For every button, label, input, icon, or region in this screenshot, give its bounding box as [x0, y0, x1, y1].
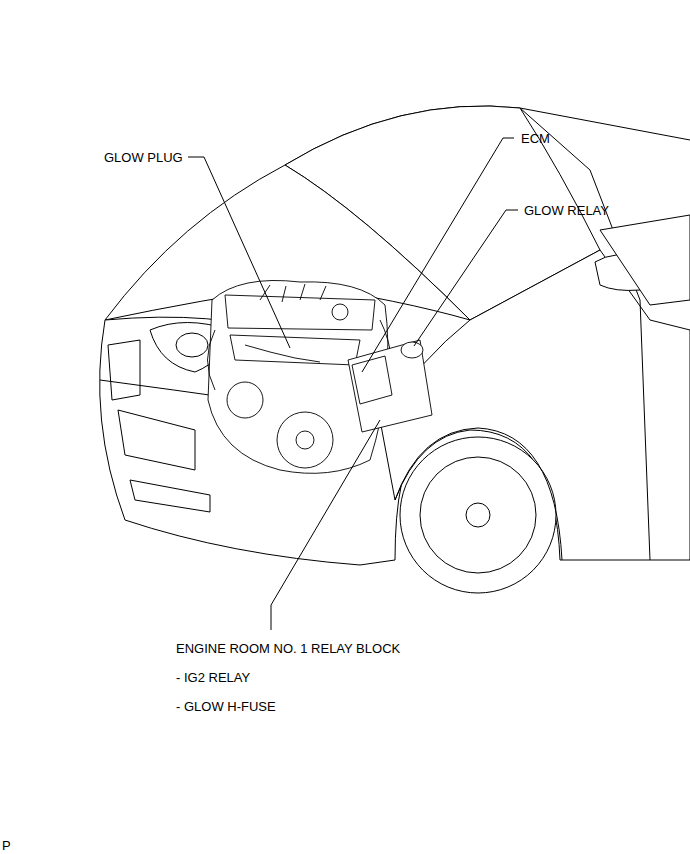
oil-cap — [332, 304, 348, 320]
page-mark: P — [2, 838, 11, 853]
fog-light — [130, 480, 210, 512]
part-label: ECM — [521, 131, 550, 146]
door-line — [640, 300, 650, 560]
alternator — [227, 382, 263, 418]
engine — [208, 280, 433, 473]
leader-line — [188, 157, 290, 348]
crank-pulley-hub — [296, 431, 314, 449]
headlight-lens — [176, 333, 208, 357]
wheel-rim — [420, 457, 536, 573]
leader-lines — [188, 138, 518, 630]
part-label: ENGINE ROOM NO. 1 RELAY BLOCK — [176, 641, 400, 656]
leader-line — [362, 138, 514, 372]
tyre — [400, 437, 556, 593]
ecm-box — [352, 356, 392, 404]
cylinder-head — [225, 295, 375, 330]
intake-manifold — [230, 335, 360, 365]
rear-window — [600, 215, 690, 305]
part-label: GLOW RELAY — [524, 203, 609, 218]
part-label: GLOW PLUG — [104, 150, 183, 165]
glow-plug-rail — [245, 345, 320, 362]
lower-intake — [118, 410, 195, 470]
relay-block — [348, 340, 432, 432]
wheel-arch — [395, 428, 562, 560]
glow-relay — [401, 342, 423, 358]
sub-part-label: - GLOW H-FUSE — [176, 699, 276, 714]
leader-line — [271, 420, 380, 630]
leader-line — [414, 210, 518, 346]
grille — [108, 340, 140, 400]
wheel-hub — [466, 503, 490, 527]
car-body — [100, 106, 690, 593]
crank-pulley — [277, 412, 333, 468]
sub-part-label: - IG2 RELAY — [176, 670, 250, 685]
